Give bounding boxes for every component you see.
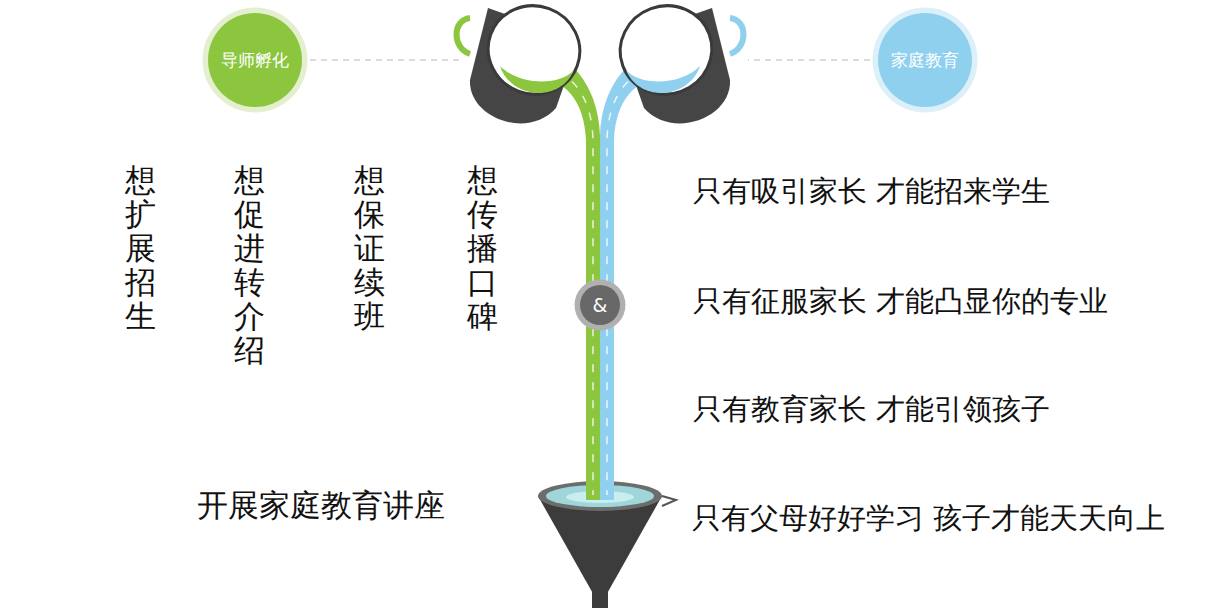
node-text-holder: 导师孵化: [202, 7, 308, 113]
vertical-goal: 想传播口碑: [467, 163, 498, 333]
node-text-holder: 家庭教育: [872, 7, 978, 113]
node-text-holder: &: [574, 279, 626, 331]
blue-cup: [608, 0, 744, 123]
funnel: [538, 481, 676, 608]
slogan-line: 只有教育家长 才能引领孩子: [693, 390, 1050, 430]
vertical-goal: 想促进转介绍: [234, 163, 265, 368]
dashed-leader: [748, 59, 870, 61]
vertical-goal: 想保证续班: [354, 163, 385, 333]
node-label: 家庭教育: [891, 49, 959, 72]
slogan-line: 只有父母好好学习 孩子才能天天向上: [692, 499, 1165, 539]
green-circle: 导师孵化: [202, 7, 308, 113]
green-cup: [457, 0, 593, 123]
node-label: 导师孵化: [221, 49, 289, 72]
vertical-goal: 想扩展招生: [125, 163, 156, 333]
dashed-leader: [310, 59, 462, 61]
ampersand-badge: &: [574, 279, 626, 331]
blue-circle: 家庭教育: [872, 7, 978, 113]
action-label: 开展家庭教育讲座: [197, 485, 445, 527]
slogan-line: 只有征服家长 才能凸显你的专业: [693, 282, 1108, 322]
slogan-line: 只有吸引家长 才能招来学生: [693, 172, 1050, 212]
node-label: &: [593, 294, 608, 316]
